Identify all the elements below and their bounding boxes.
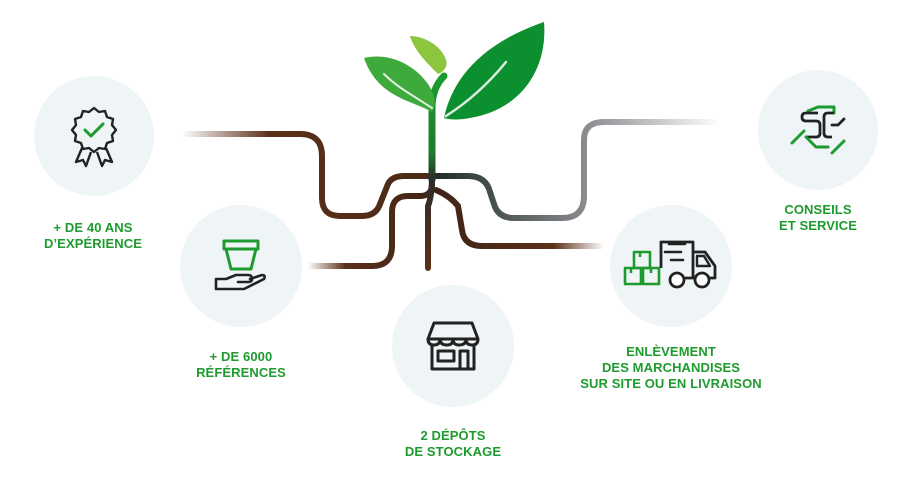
feature-advice-circle xyxy=(758,70,878,190)
hand-holding-planter-icon xyxy=(214,239,266,291)
feature-storage-label: 2 DÉPÔTS DE STOCKAGE xyxy=(404,428,502,459)
root-right-bottom xyxy=(433,187,607,249)
sprout-stem xyxy=(428,72,448,184)
feature-pickup-label: ENLÈVEMENT DES MARCHANDISES SUR SITE OU … xyxy=(580,344,762,391)
feature-experience-label: + DE 40 ANS D’EXPÉRIENCE xyxy=(43,220,142,251)
feature-experience-circle xyxy=(34,76,154,196)
sprout-leaf-right xyxy=(444,22,545,120)
feature-storage-circle xyxy=(392,285,514,407)
storefront-depot-icon xyxy=(426,321,480,371)
award-ribbon-check-icon xyxy=(70,106,118,168)
root-right-top xyxy=(429,119,723,221)
root-center xyxy=(425,173,435,271)
feature-pickup-circle xyxy=(610,205,732,327)
delivery-truck-boxes-icon xyxy=(623,240,717,289)
handshake-icon xyxy=(790,105,846,155)
feature-advice-label: CONSEILS ET SERVICE xyxy=(778,202,858,233)
root-left-top xyxy=(179,131,435,219)
feature-references-label: + DE 6000 RÉFÉRENCES xyxy=(196,349,286,380)
root-left-bottom xyxy=(305,181,435,269)
feature-references-circle xyxy=(180,205,302,327)
sprout-leaf-small xyxy=(410,36,447,74)
